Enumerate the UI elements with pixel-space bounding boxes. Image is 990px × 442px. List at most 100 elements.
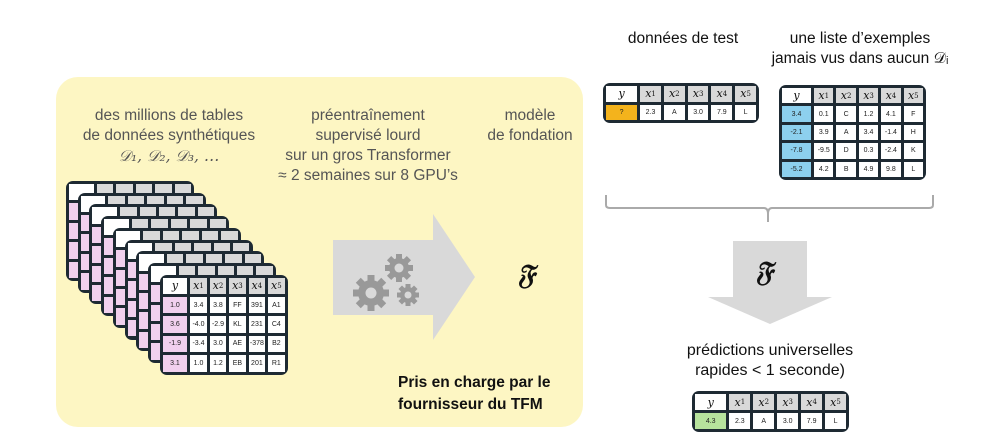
header-cell-y: y	[695, 394, 727, 410]
feature-cell: 3.0	[209, 335, 227, 353]
feature-cell: 1.2	[858, 106, 879, 122]
feature-cell: AE	[229, 335, 246, 353]
feature-cell: 3.8	[209, 296, 227, 314]
feature-cell: D	[836, 143, 856, 159]
grouping-bracket	[605, 195, 934, 222]
pretraining-caption-line: sur un gros Transformer	[285, 147, 451, 164]
header-cell-y: y	[606, 86, 638, 102]
target-cell: -2.1	[782, 124, 812, 141]
provider-note-line: fournisseur du TFM	[398, 396, 543, 413]
target-cell: 4.3	[695, 413, 727, 429]
synthetic-data-caption: des millions de tables de données synthé…	[56, 106, 282, 166]
target-cell: -7.8	[782, 143, 812, 159]
synthetic-caption-line: de données synthétiques	[82, 127, 256, 144]
feature-cell: -2.4	[881, 143, 901, 159]
feature-cell: 7.9	[711, 104, 733, 120]
provider-note: Pris en charge par le fournisseur du TFM	[398, 372, 551, 416]
feature-cell: 3.9	[814, 124, 834, 141]
feature-cell: C4	[268, 316, 285, 333]
down-arrow-shape	[708, 241, 832, 324]
prediction-caption: prédictions universelles rapides < 1 sec…	[660, 341, 880, 381]
target-cell: ?	[606, 104, 638, 120]
target-cell: 3.1	[162, 355, 188, 372]
gears-icon	[353, 254, 419, 311]
feature-cell: H	[903, 124, 923, 141]
feature-cell: -3.4	[190, 335, 207, 353]
feature-cell: L	[825, 413, 846, 429]
feature-cell: 4.2	[814, 161, 834, 177]
feature-cell: KL	[229, 316, 246, 333]
feature-cell: 2.3	[640, 104, 661, 120]
feature-cell: -4.0	[190, 316, 207, 333]
feature-cell: 7.9	[801, 413, 823, 429]
feature-cell: 201	[248, 355, 266, 372]
datasets-math: 𝒟₁, 𝒟₂, 𝒟₃, …	[118, 147, 220, 165]
test-data-caption: données de test	[627, 30, 739, 47]
target-cell: 3.4	[782, 106, 812, 122]
feature-cell: 3.4	[190, 296, 207, 314]
feature-cell: C	[836, 106, 856, 122]
feature-cell: -1.4	[881, 124, 901, 141]
feature-cell: 3.4	[858, 124, 879, 141]
target-cell: 3.6	[162, 316, 188, 333]
feature-cell: L	[903, 161, 923, 177]
feature-cell: EB	[229, 355, 246, 372]
header-cell-y: y	[782, 88, 812, 104]
feature-cell: 9.8	[881, 161, 901, 177]
prediction-caption-line: rapides < 1 seconde)	[695, 362, 845, 379]
inference-arrow	[708, 241, 832, 324]
feature-cell: R1	[268, 355, 285, 372]
feature-cell: 0.3	[858, 143, 879, 159]
model-caption-line: de fondation	[487, 127, 573, 144]
feature-cell: 3.0	[777, 413, 799, 429]
header-cell-y: y	[162, 277, 188, 294]
feature-cell: F	[903, 106, 923, 122]
feature-cell: FF	[229, 296, 246, 314]
bracket-path	[605, 195, 934, 222]
feature-cell: -9.5	[814, 143, 834, 159]
feature-cell: K	[903, 143, 923, 159]
examples-caption-line: jamais vus dans aucun 𝒟ᵢ	[771, 50, 949, 67]
feature-cell: 4.1	[881, 106, 901, 122]
feature-cell: 1.0	[190, 355, 207, 372]
target-cell: -1.9	[162, 335, 188, 353]
feature-cell: 391	[248, 296, 266, 314]
feature-cell: 2.3	[729, 413, 751, 429]
feature-cell: -378	[248, 335, 266, 353]
prediction-caption-line: prédictions universelles	[686, 342, 854, 359]
examples-caption-line: une liste d’exemples	[789, 30, 931, 47]
feature-cell: A	[663, 104, 685, 120]
feature-cell: 4.9	[858, 161, 879, 177]
inference-model-symbol: 𝔉	[755, 255, 773, 288]
feature-cell: A1	[268, 296, 285, 314]
target-cell: -5.2	[782, 161, 812, 177]
feature-cell: 0.1	[814, 106, 834, 122]
feature-cell: B2	[268, 335, 285, 353]
pretraining-caption-line: préentraînement	[311, 107, 425, 124]
foundation-model-caption: modèle de fondation	[475, 106, 585, 146]
pretraining-caption: préentraînement supervisé lourd sur un g…	[270, 106, 466, 186]
target-cell: 1.0	[162, 296, 188, 314]
pretraining-caption-line: ≈ 2 semaines sur 8 GPU’s	[278, 167, 458, 184]
pretraining-arrow	[333, 214, 475, 340]
